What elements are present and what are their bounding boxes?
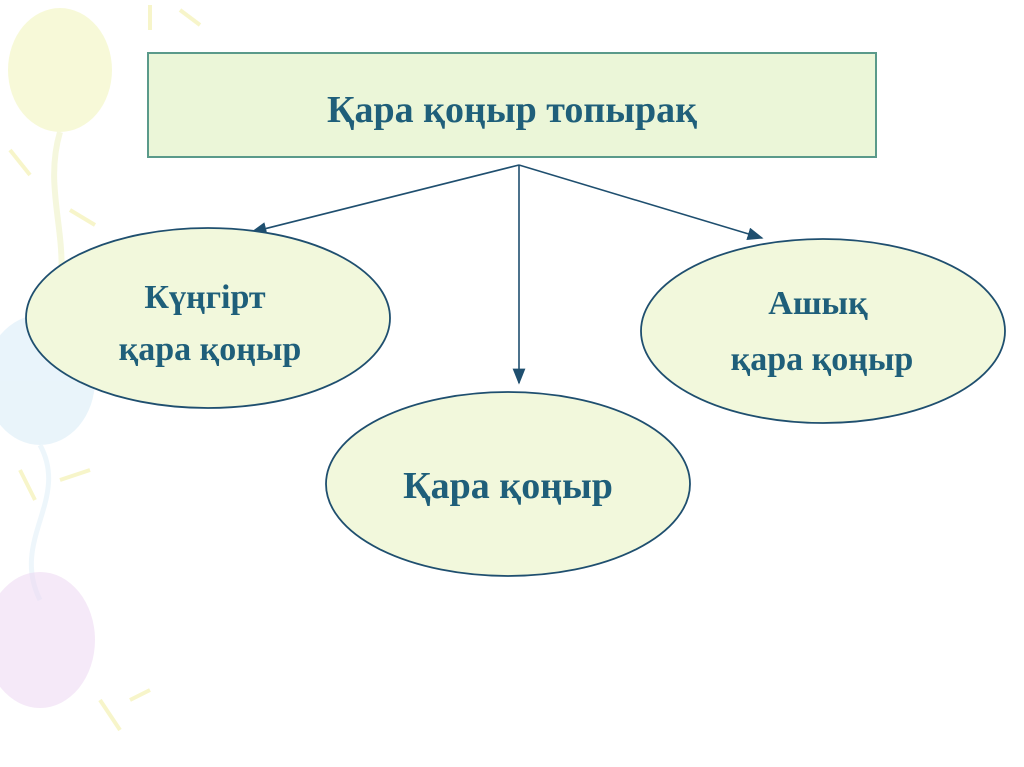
child-right-line-1: Ашық [768, 285, 868, 322]
arrow-left [252, 165, 519, 232]
child-right-line-2: қара қоңыр [731, 341, 914, 378]
child-left-line-2: қара қоңыр [119, 331, 302, 368]
child-node-left: Күңгірт қара қоңыр [26, 228, 390, 408]
root-label: Қара қоңыр топырақ [327, 89, 697, 131]
child-node-center: Қара қоңыр [326, 392, 690, 576]
root-node: Қара қоңыр топырақ [148, 53, 876, 157]
child-node-right: Ашық қара қоңыр [641, 239, 1005, 423]
child-left-line-1: Күңгірт [144, 279, 266, 316]
arrow-right [519, 165, 762, 238]
child-center-line-1: Қара қоңыр [403, 465, 613, 507]
